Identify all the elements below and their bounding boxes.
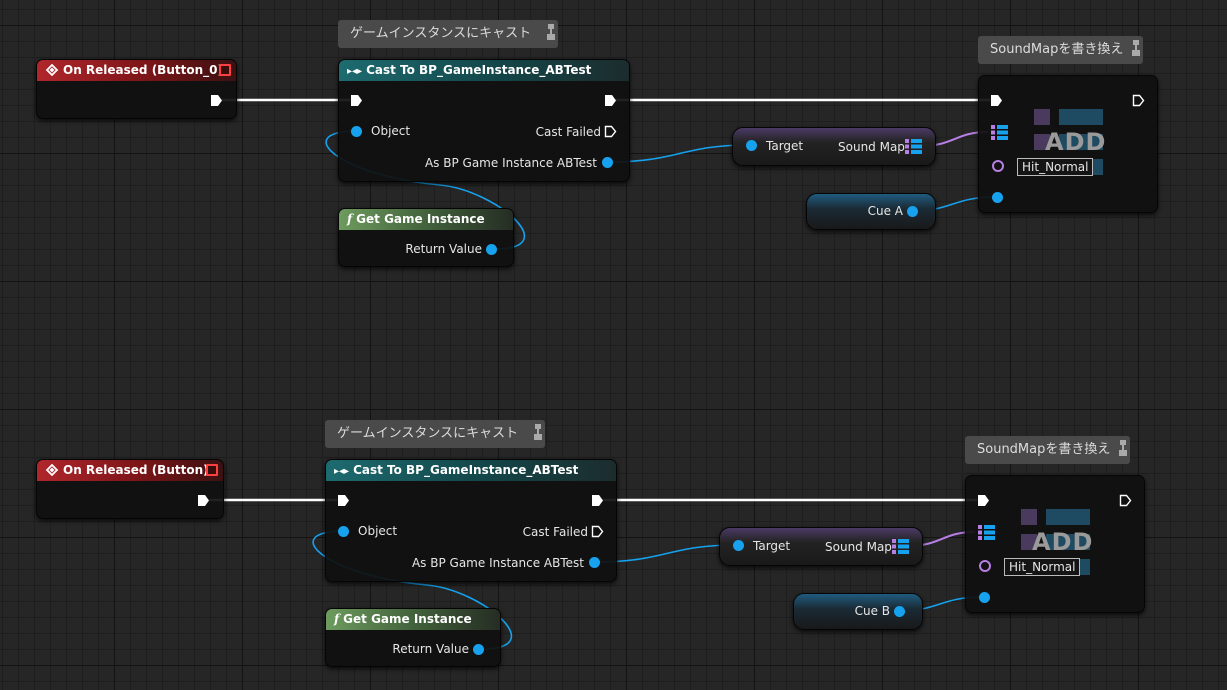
sound-map-label: Sound Map (838, 140, 905, 154)
cue-variable-node[interactable]: Cue A (806, 193, 936, 230)
function-f-icon: f (347, 212, 353, 226)
object-pin-label: Object (371, 124, 411, 138)
target-label: Target (753, 539, 791, 553)
cast-node[interactable]: ▸◂▸Cast To BP_GameInstance_ABTest Object… (338, 59, 630, 182)
exec-out-pin[interactable] (1132, 94, 1145, 107)
as-output-pin[interactable] (602, 157, 613, 168)
map-input-pin-icon[interactable] (978, 525, 995, 540)
event-delegate-pin[interactable] (206, 464, 218, 476)
as-output-pin[interactable] (589, 557, 600, 568)
return-value-pin[interactable] (486, 244, 497, 255)
event-node-on-released[interactable]: On Released (Button) (36, 459, 224, 519)
cast-failed-exec-pin[interactable] (604, 125, 617, 138)
event-diamond-icon (45, 64, 59, 76)
cast-arrows-icon: ▸◂▸ (347, 66, 363, 77)
exec-out-pin[interactable] (197, 494, 210, 507)
cast-failed-exec-pin[interactable] (591, 525, 604, 538)
comment-text: ゲームインスタンスにキャスト (337, 426, 519, 441)
comment-pin-icon[interactable] (547, 24, 555, 40)
object-pin-label: Object (358, 524, 398, 538)
sound-map-label: Sound Map (825, 540, 892, 554)
return-value-pin[interactable] (473, 644, 484, 655)
return-value-label: Return Value (405, 242, 482, 256)
cue-label: Cue B (854, 604, 890, 618)
event-node-title: On Released (Button) (63, 463, 209, 477)
key-input-pin[interactable] (979, 560, 991, 572)
event-node-header: On Released (Button) (37, 460, 223, 481)
cast-failed-label: Cast Failed (522, 525, 588, 539)
function-f-icon: f (334, 612, 340, 626)
add-operation-label: ADD (1045, 128, 1107, 156)
comment-text: ゲームインスタンスにキャスト (350, 26, 532, 41)
comment-pin-icon[interactable] (534, 424, 542, 440)
object-input-pin[interactable] (338, 526, 349, 537)
key-input-pin[interactable] (992, 160, 1004, 172)
cast-node[interactable]: ▸◂▸Cast To BP_GameInstance_ABTest Object… (325, 459, 617, 582)
target-input-pin[interactable] (733, 540, 744, 551)
map-add-node[interactable]: ADD Hit_Normal (978, 75, 1158, 213)
exec-out-pin[interactable] (591, 494, 604, 507)
cue-output-pin[interactable] (907, 206, 918, 217)
exec-out-pin[interactable] (210, 94, 223, 107)
object-input-pin[interactable] (351, 126, 362, 137)
key-value-field[interactable]: Hit_Normal (1004, 558, 1081, 576)
exec-in-pin[interactable] (977, 494, 990, 507)
exec-in-pin[interactable] (990, 94, 1003, 107)
function-node-title: Get Game Instance (356, 212, 485, 226)
sound-map-variable-node[interactable]: Target Sound Map (732, 127, 936, 166)
cast-failed-label: Cast Failed (535, 125, 601, 139)
cast-arrows-icon: ▸◂▸ (334, 466, 350, 477)
comment-bubble-add[interactable]: SoundMapを書き換え (978, 36, 1143, 64)
comment-pin-icon[interactable] (1119, 440, 1127, 456)
comment-bubble-cast[interactable]: ゲームインスタンスにキャスト (338, 20, 558, 48)
map-container-icon[interactable] (892, 539, 909, 554)
cue-variable-node[interactable]: Cue B (793, 593, 923, 630)
target-label: Target (766, 139, 804, 153)
as-output-label: As BP Game Instance ABTest (424, 156, 597, 170)
cue-label: Cue A (867, 204, 903, 218)
exec-out-pin[interactable] (604, 94, 617, 107)
comment-bubble-cast[interactable]: ゲームインスタンスにキャスト (325, 420, 545, 448)
exec-in-pin[interactable] (337, 494, 350, 507)
comment-text: SoundMapを書き換え (977, 442, 1111, 457)
cue-output-pin[interactable] (894, 606, 905, 617)
cast-node-header: ▸◂▸Cast To BP_GameInstance_ABTest (339, 60, 629, 81)
event-node-header: On Released (Button_0) (37, 60, 236, 81)
comment-pin-icon[interactable] (1132, 40, 1140, 56)
value-input-pin[interactable] (979, 592, 990, 603)
function-node-title: Get Game Instance (343, 612, 472, 626)
as-output-label: As BP Game Instance ABTest (411, 556, 584, 570)
event-node-on-released[interactable]: On Released (Button_0) (36, 59, 237, 119)
add-operation-label: ADD (1032, 528, 1094, 556)
event-delegate-pin[interactable] (219, 64, 231, 76)
comment-text: SoundMapを書き換え (990, 42, 1124, 57)
sound-map-variable-node[interactable]: Target Sound Map (719, 527, 923, 566)
event-diamond-icon (45, 464, 59, 476)
key-value-field[interactable]: Hit_Normal (1017, 158, 1094, 176)
cast-node-header: ▸◂▸Cast To BP_GameInstance_ABTest (326, 460, 616, 481)
event-node-title: On Released (Button_0) (63, 63, 223, 77)
map-add-node[interactable]: ADD Hit_Normal (965, 475, 1145, 613)
cast-node-title: Cast To BP_GameInstance_ABTest (353, 463, 579, 477)
exec-out-pin[interactable] (1119, 494, 1132, 507)
comment-bubble-add[interactable]: SoundMapを書き換え (965, 436, 1130, 464)
value-input-pin[interactable] (992, 192, 1003, 203)
return-value-label: Return Value (392, 642, 469, 656)
map-container-icon[interactable] (905, 139, 922, 154)
cast-node-title: Cast To BP_GameInstance_ABTest (366, 63, 592, 77)
map-input-pin-icon[interactable] (991, 125, 1008, 140)
exec-in-pin[interactable] (350, 94, 363, 107)
target-input-pin[interactable] (746, 140, 757, 151)
